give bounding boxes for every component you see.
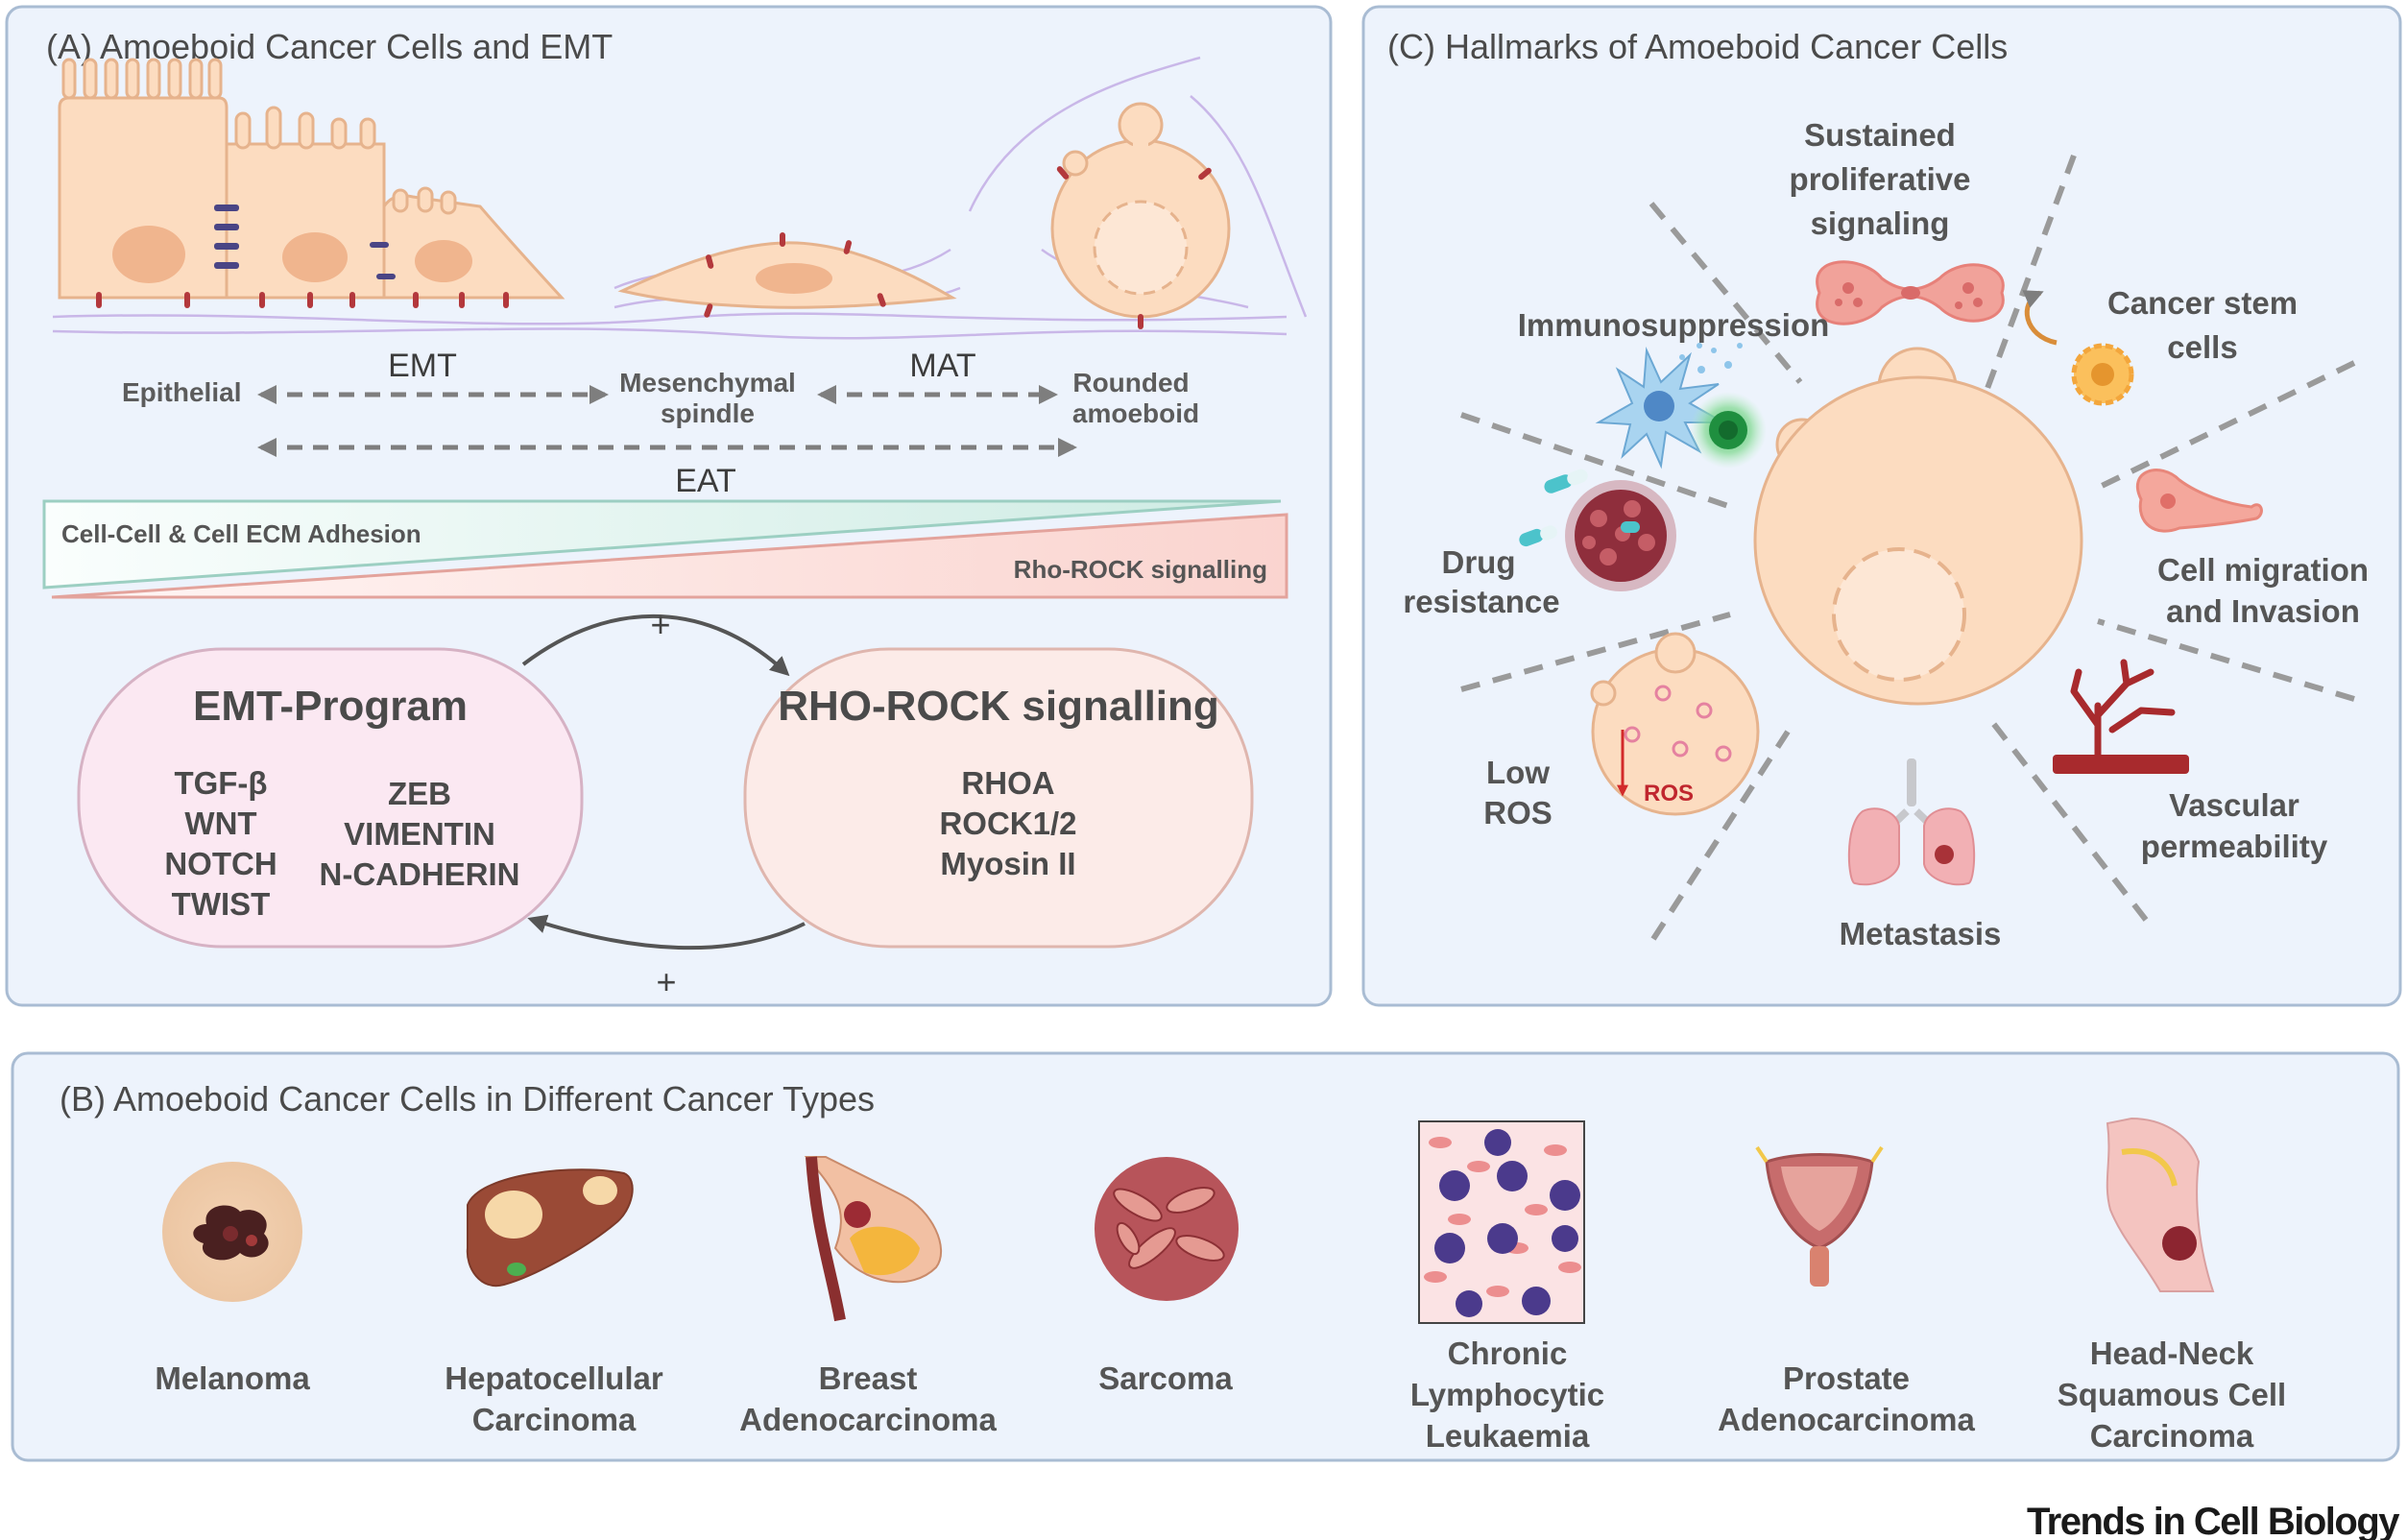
liver-icon [466,1168,634,1287]
adhesion-label: Cell-Cell & Cell ECM Adhesion [61,519,421,548]
cancer-melanoma: Melanoma [155,1360,310,1396]
dividing-cell-icon [1816,260,2005,325]
gene-zeb: ZEB [388,776,451,811]
radial-dividers [1460,154,2356,941]
emt-program-box [77,647,584,949]
low-ros-cell-icon: ROS [1590,632,1760,816]
panel-b-title: (B) Amoeboid Cancer Cells in Different C… [60,1079,875,1119]
panel-c: (C) Hallmarks of Amoeboid Cancer Cells [1361,5,2402,1007]
label-epithelial: Epithelial [122,377,241,407]
central-amoeboid-cell [1753,347,2083,706]
cancer-prostate-2: Adenocarcinoma [1718,1402,1975,1437]
feedback-arrow-bottom [527,914,806,950]
cancer-cll-1: Chronic [1448,1335,1568,1371]
immune-cell-icon [1595,343,1767,469]
hallmark-proliferative-1: Sustained [1804,117,1956,153]
cancer-cll-2: Lymphocytic [1410,1377,1604,1412]
hallmark-low-ros-1: Low [1486,755,1550,790]
hallmark-metastasis: Metastasis [1840,916,2002,951]
gene-myosin-ii: Myosin II [940,846,1075,881]
melanoma-icon [162,1162,302,1302]
gene-n-cadherin: N-CADHERIN [320,856,520,892]
hallmark-vascular-2: permeability [2141,829,2328,864]
panel-b: (B) Amoeboid Cancer Cells in Different C… [11,1051,2400,1462]
hallmark-migration-2: and Invasion [2166,593,2360,629]
leukaemia-icon [1418,1120,1585,1324]
panel-a: (A) Amoeboid Cancer Cells and EMT [5,5,1333,1007]
cancer-hnscc-1: Head-Neck [2090,1335,2254,1371]
cancer-cll-3: Leukaemia [1426,1418,1590,1454]
cancer-sarcoma: Sarcoma [1098,1360,1233,1396]
ros-arrow-label: ROS [1644,781,1694,806]
cancer-hcc-2: Carcinoma [472,1402,637,1437]
cancer-hnscc-2: Squamous Cell [2058,1377,2286,1412]
label-mat: MAT [909,348,975,384]
hallmark-migration-1: Cell migration [2157,552,2369,588]
drug-resistance-icon [1519,469,1676,591]
cancer-hcc-1: Hepatocellular [445,1360,663,1396]
prostate-icon [1755,1145,1884,1287]
blood-vessel-icon [2053,659,2189,774]
hallmark-vascular-1: Vascular [2169,787,2299,823]
panel-a-title: (A) Amoeboid Cancer Cells and EMT [46,27,613,66]
hallmark-proliferative-3: signaling [1811,205,1950,241]
hallmark-low-ros-2: ROS [1483,795,1553,830]
label-amoeboid: amoeboid [1072,398,1199,428]
epithelial-cells [58,58,566,308]
panel-c-title: (C) Hallmarks of Amoeboid Cancer Cells [1387,27,2008,66]
gene-vimentin: VIMENTIN [344,816,495,852]
gene-twist: TWIST [172,886,271,922]
label-mesenchymal: Mesenchymal [619,368,796,397]
hallmark-stem-2: cells [2167,329,2237,365]
gene-rhoa: RHOA [961,765,1054,801]
label-eat: EAT [675,463,736,499]
label-rounded: Rounded [1072,368,1189,397]
migration-cell-icon [2135,469,2263,533]
plus-top: + [650,605,670,644]
cancer-prostate-1: Prostate [1783,1360,1910,1396]
cancer-breast-2: Adenocarcinoma [739,1402,997,1437]
head-neck-icon [2106,1117,2215,1292]
emt-program-title: EMT-Program [193,683,468,730]
cancer-breast-1: Breast [819,1360,918,1396]
hallmark-stem-1: Cancer stem [2107,285,2298,321]
hallmark-immunosuppression: Immunosuppression [1518,307,1830,343]
lungs-icon [1847,758,1976,886]
label-emt: EMT [388,348,457,384]
label-spindle: spindle [661,398,755,428]
cancer-hnscc-3: Carcinoma [2090,1418,2254,1454]
rho-rock-box [743,647,1254,949]
signalling-gradient [51,513,1288,599]
gene-notch: NOTCH [164,846,277,881]
adhesion-gradient [42,499,1282,590]
gene-wnt: WNT [184,806,256,841]
sarcoma-icon [1095,1157,1239,1301]
breast-icon [804,1156,942,1322]
journal-name: Trends in Cell Biology [2027,1501,2400,1540]
hallmark-drug-2: resistance [1403,584,1559,619]
mesenchymal-cell [617,232,957,318]
gene-rock12: ROCK1/2 [939,806,1076,841]
feedback-arrow-top [521,614,790,677]
hallmark-drug-1: Drug [1442,544,1516,580]
hallmark-proliferative-2: proliferative [1790,161,1971,197]
cancer-stem-cell-icon [2022,290,2134,406]
signalling-label: Rho-ROCK signalling [1014,555,1267,584]
amoeboid-cell [1050,102,1231,329]
plus-bottom: + [656,962,676,1001]
rho-rock-title: RHO-ROCK signalling [778,683,1219,730]
gene-tgf-beta: TGF-β [174,765,267,801]
